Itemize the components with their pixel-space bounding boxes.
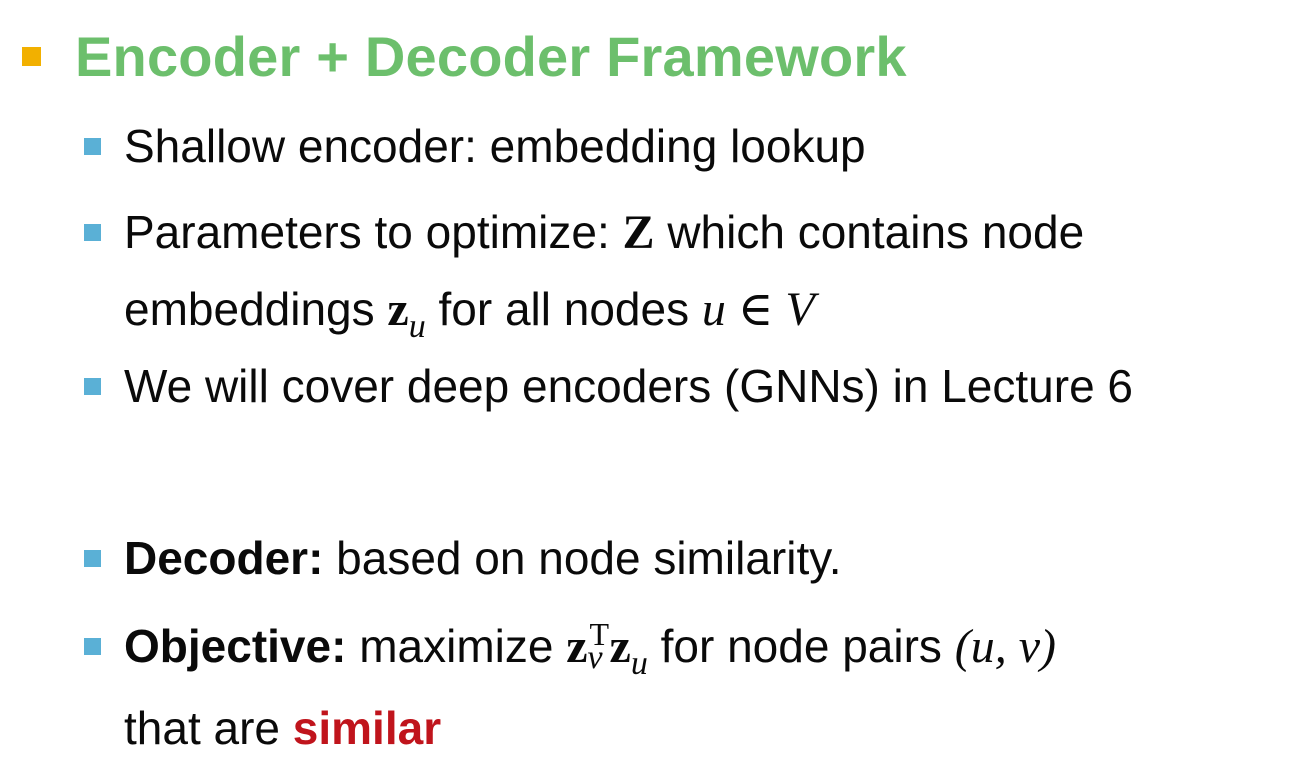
- bullet-square-icon: [84, 378, 101, 395]
- heading-title: Encoder + Decoder Framework: [75, 25, 907, 88]
- bullet-line-2: that are similar: [124, 690, 1056, 766]
- decoder-text: based on node similarity.: [323, 532, 842, 584]
- bullet-line-2: embeddings zu for all nodes u ∈ V: [124, 271, 1084, 353]
- matrix-Z: Z: [622, 206, 655, 259]
- bullet-text: We will cover deep encoders (GNNs) in Le…: [124, 360, 1134, 412]
- bullet-square-icon: [84, 638, 101, 655]
- bullet-decoder: Decoder: based on node similarity.: [84, 520, 842, 596]
- params-text-1: Parameters to optimize:: [124, 206, 623, 258]
- objective-text-1: maximize: [346, 620, 567, 672]
- vector-z-u: z: [609, 620, 631, 673]
- bullet-square-icon: [84, 550, 101, 567]
- heading-bullet-icon: [22, 47, 41, 66]
- objective-label: Objective:: [124, 620, 347, 672]
- subscript-u: u: [630, 645, 648, 682]
- subscript-u: u: [408, 308, 426, 345]
- bullet-square-icon: [84, 138, 101, 155]
- bullet-parameters: Parameters to optimize: Z which contains…: [84, 194, 1084, 353]
- params-text-4: for all nodes: [425, 283, 702, 335]
- bullet-deep-encoders: We will cover deep encoders (GNNs) in Le…: [84, 348, 1133, 424]
- bullet-shallow-encoder: Shallow encoder: embedding lookup: [84, 108, 866, 184]
- transpose-superscript: T: [589, 616, 610, 652]
- similar-highlight: similar: [292, 702, 442, 754]
- bullet-line-1: Parameters to optimize: Z which contains…: [124, 194, 1084, 271]
- slide-heading: Encoder + Decoder Framework: [22, 24, 907, 89]
- node-pair-math: (u, v): [954, 620, 1056, 673]
- vector-z-v: z: [566, 620, 588, 673]
- objective-text-3: that are: [124, 702, 293, 754]
- params-text-3: embeddings: [124, 283, 388, 335]
- vector-z: z: [387, 283, 409, 336]
- bullet-square-icon: [84, 224, 101, 241]
- bullet-text: Shallow encoder: embedding lookup: [124, 120, 866, 172]
- subscript-v: v: [587, 639, 603, 676]
- bullet-line: Decoder: based on node similarity.: [124, 520, 842, 596]
- objective-text-2: for node pairs: [647, 620, 955, 672]
- decoder-label: Decoder:: [124, 532, 324, 584]
- params-text-2: which contains node: [654, 206, 1085, 258]
- set-membership-math: u ∈ V: [701, 283, 815, 336]
